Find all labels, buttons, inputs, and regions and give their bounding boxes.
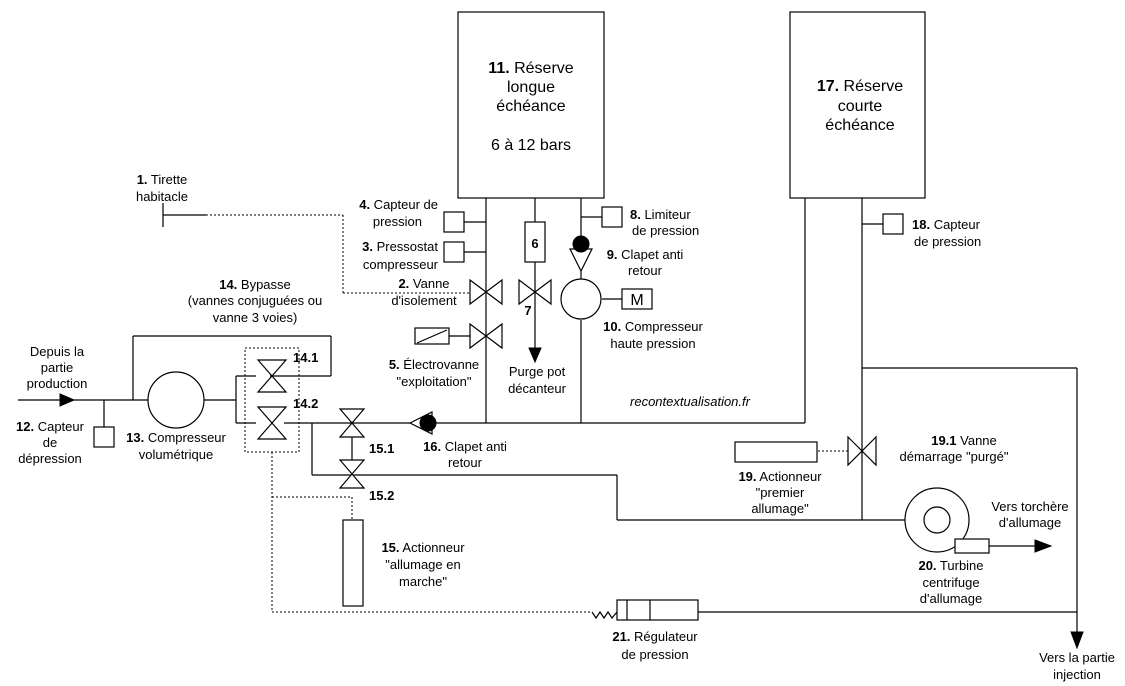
label-18: 18. Capteur	[912, 217, 981, 232]
label-12: 12. Capteur	[16, 419, 85, 434]
purge-start-valve-19-1	[847, 435, 877, 467]
label-19-1-line2: démarrage "purgé"	[900, 449, 1009, 464]
long-term-reserve-tank	[457, 11, 605, 199]
label-20: 20. Turbine	[918, 558, 983, 573]
label-16: 16. Clapet anti	[423, 439, 507, 454]
label-16-line2: retour	[448, 455, 483, 470]
depression-sensor-12	[93, 426, 115, 448]
label-8-line2: de pression	[632, 223, 699, 238]
label-19-line3: allumage"	[751, 501, 809, 516]
volumetric-compressor-13	[147, 371, 205, 429]
label-11: 11. Réserve	[488, 60, 573, 77]
isolation-valve-2	[469, 278, 503, 306]
decanter-pot-6	[524, 221, 546, 263]
label-10-line2: haute pression	[610, 336, 695, 351]
hp-compressor-10	[560, 278, 602, 320]
label-14-1: 14.1	[293, 350, 318, 365]
label-5: 5. Électrovanne	[389, 357, 479, 372]
centrifugal-turbine-20	[904, 487, 990, 554]
label-1-line2: habitacle	[136, 189, 188, 204]
label-21: 21. Régulateur	[612, 629, 698, 644]
bypass-valve-14-2	[256, 406, 288, 440]
purge-valve-7	[518, 278, 552, 306]
label-15-1: 15.1	[369, 441, 394, 456]
label-8: 8. Limiteur	[630, 207, 691, 222]
bypass-valve-14-1	[256, 359, 288, 393]
pressure-sensor-4	[443, 211, 465, 233]
label-15-2: 15.2	[369, 488, 394, 503]
label-3: 3. Pressostat	[362, 239, 438, 254]
label-2-line2: d'isolement	[391, 293, 457, 308]
label-2: 2. Vanne	[398, 276, 449, 291]
label-17-line2: courte	[838, 98, 883, 115]
control-lines	[206, 214, 848, 613]
label-3-line2: compresseur	[363, 257, 439, 272]
inflow-line3: production	[27, 376, 88, 391]
inject-line2: injection	[1053, 667, 1101, 682]
tirette-handle	[162, 203, 206, 227]
label-15: 15. Actionneur	[381, 540, 465, 555]
label-12-line2: de	[43, 435, 57, 450]
label-9-line2: retour	[628, 263, 663, 278]
pressure-regulator-21	[591, 599, 699, 621]
torch-line1: Vers torchère	[991, 499, 1068, 514]
check-valve-9	[569, 235, 593, 273]
label-12-line3: dépression	[18, 451, 82, 466]
label-13: 13. Compresseur	[126, 430, 226, 445]
label-19: 19. Actionneur	[738, 469, 822, 484]
label-7: 7	[524, 303, 531, 318]
valve-15-1	[338, 408, 366, 438]
check-valve-16	[408, 411, 437, 435]
label-14-line2: (vannes conjuguées ou	[188, 293, 322, 308]
label-19-1: 19.1 Vanne	[931, 433, 997, 448]
label-9: 9. Clapet anti	[607, 247, 684, 262]
label-11-pressure: 6 à 12 bars	[491, 137, 571, 154]
pressure-switch-3	[443, 241, 465, 263]
label-19-line2: "premier	[756, 485, 805, 500]
label-18-line2: de pression	[914, 234, 981, 249]
label-15-line3: marche"	[399, 574, 447, 589]
labels: 11. Réserve longue échéance 6 à 12 bars …	[16, 60, 1115, 682]
short-term-reserve-tank	[789, 11, 926, 199]
motor-label: M	[630, 292, 643, 309]
pressure-sensor-18	[882, 213, 904, 235]
actuator-19	[734, 441, 818, 463]
label-15-line2: "allumage en	[385, 557, 460, 572]
label-14: 14. Bypasse	[219, 277, 291, 292]
solenoid-valve-5	[414, 322, 503, 350]
label-13-line2: volumétrique	[139, 447, 213, 462]
inflow-line1: Depuis la	[30, 344, 85, 359]
label-1: 1. Tirette	[137, 172, 188, 187]
label-4-line2: pression	[373, 214, 422, 229]
valve-15-2	[338, 459, 366, 489]
watermark: recontextualisation.fr	[630, 394, 751, 409]
label-10: 10. Compresseur	[603, 319, 703, 334]
label-purge-line2: décanteur	[508, 381, 566, 396]
label-14-2: 14.2	[293, 396, 318, 411]
label-20-line3: d'allumage	[920, 591, 982, 606]
label-6: 6	[531, 236, 538, 251]
pressure-limiter-8	[601, 206, 623, 228]
label-21-line2: de pression	[621, 647, 688, 662]
inflow-line2: partie	[41, 360, 74, 375]
inject-line1: Vers la partie	[1039, 650, 1115, 665]
purge-arrow	[528, 347, 542, 364]
label-20-line2: centrifuge	[922, 575, 979, 590]
torch-line2: d'allumage	[999, 515, 1061, 530]
injection-arrow	[1070, 631, 1084, 650]
label-4: 4. Capteur de	[359, 197, 438, 212]
label-11-line2: longue	[507, 79, 555, 96]
actuator-15	[342, 519, 364, 607]
label-5-line2: "exploitation"	[397, 374, 472, 389]
label-purge-line1: Purge pot	[509, 364, 566, 379]
label-11-line3: échéance	[496, 98, 565, 115]
label-17: 17. Réserve	[817, 78, 903, 95]
label-17-line3: échéance	[825, 117, 894, 134]
motor-box	[621, 288, 653, 310]
label-14-line3: vanne 3 voies)	[213, 310, 298, 325]
torch-arrow	[1034, 539, 1053, 553]
inflow-arrow	[59, 393, 76, 407]
